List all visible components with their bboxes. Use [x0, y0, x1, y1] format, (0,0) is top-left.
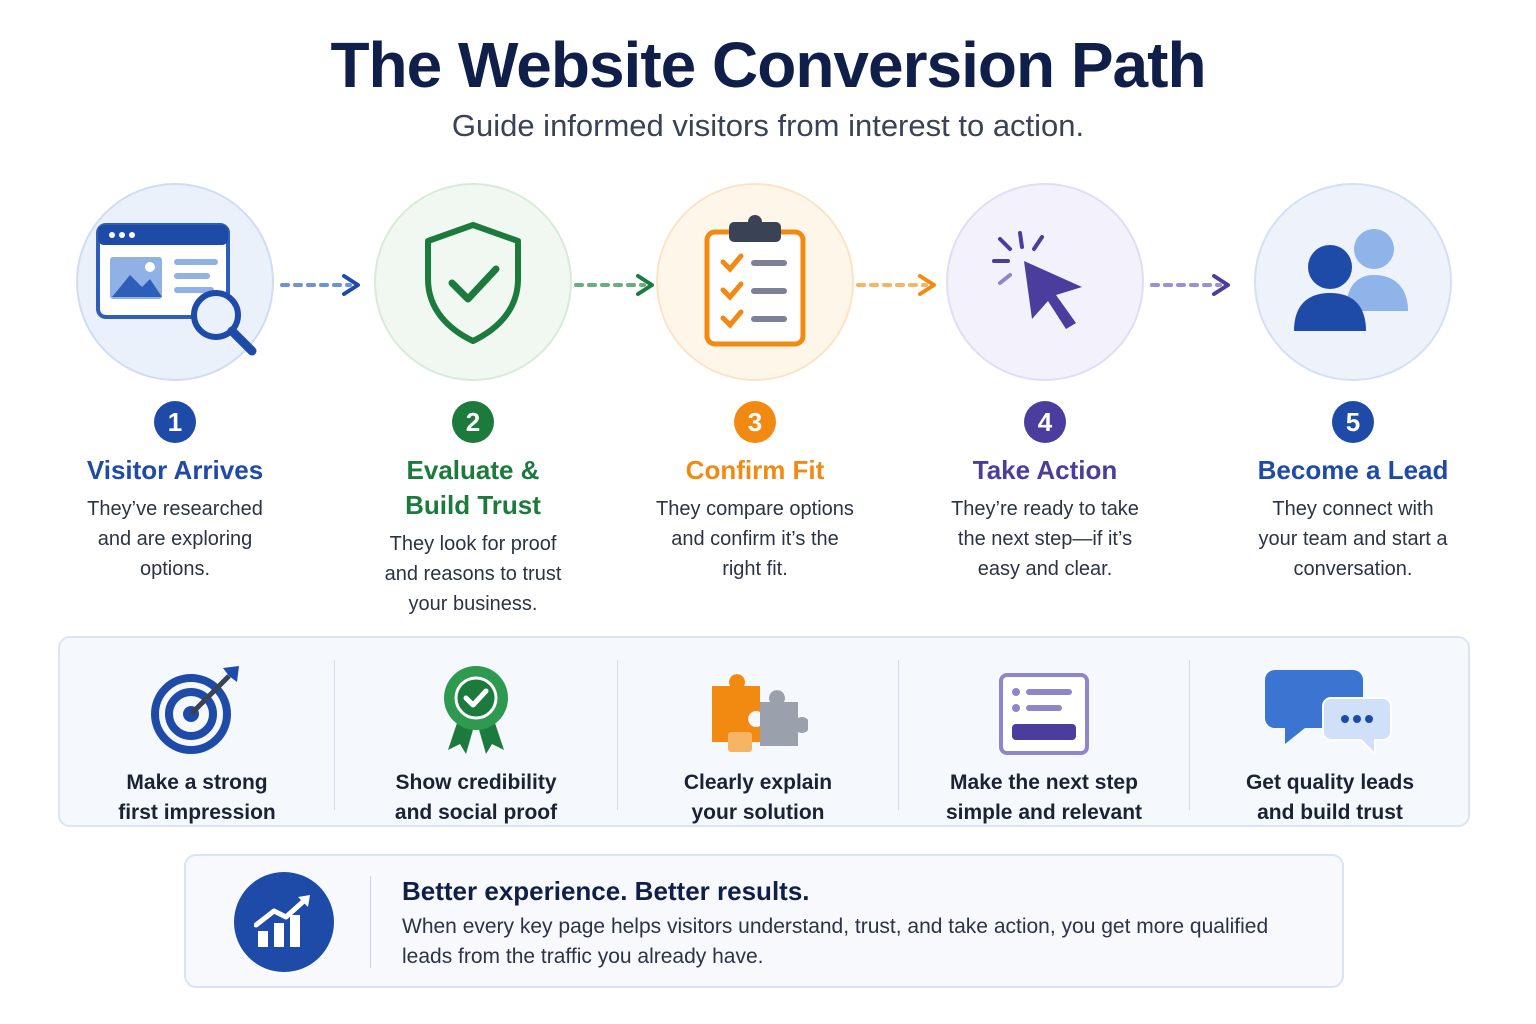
step-evaluate-build-trust: 2 Evaluate & Build Trust They look for p…	[348, 183, 598, 619]
step-confirm-fit: 3 Confirm Fit They compare options and c…	[630, 183, 880, 584]
step-number: 4	[1024, 401, 1066, 443]
divider	[370, 876, 371, 968]
divider	[898, 660, 899, 810]
benefits-panel: Make a strong first impression Show cred…	[58, 636, 1470, 827]
step-number: 3	[734, 401, 776, 443]
benefit-credibility: Show credibility and social proof	[335, 638, 617, 825]
step-become-a-lead: 5 Become a Lead They connect with your t…	[1228, 183, 1478, 584]
step-number: 5	[1332, 401, 1374, 443]
step-description: They connect with your team and start a …	[1258, 498, 1448, 580]
step-circle	[374, 183, 572, 381]
step-take-action: 4 Take Action They’re ready to take the …	[920, 183, 1170, 584]
step-description: They compare options and confirm it’s th…	[656, 498, 854, 580]
step-description: They’re ready to take the next step—if i…	[951, 498, 1139, 580]
benefit-label: Get quality leads and build trust	[1245, 771, 1415, 824]
summary-heading: Better experience. Better results.	[402, 876, 810, 906]
benefit-label: Show credibility and social proof	[394, 771, 558, 824]
summary-text: When every key page helps visitors under…	[402, 915, 1269, 968]
shield-check-icon	[425, 222, 521, 344]
step-circle	[76, 183, 274, 381]
badge-check-icon	[444, 666, 508, 754]
step-circle	[1254, 183, 1452, 381]
step-description: They look for proof and reasons to trust…	[384, 533, 562, 615]
form-icon	[999, 673, 1089, 755]
puzzle-icon	[712, 674, 808, 752]
page-subtitle: Guide informed visitors from interest to…	[451, 108, 1085, 143]
benefit-next-step: Make the next step simple and relevant	[899, 638, 1189, 825]
benefit-explain-solution: Clearly explain your solution	[618, 638, 898, 825]
target-icon	[151, 666, 239, 754]
chat-bubbles-icon	[1265, 670, 1392, 756]
step-label: Become a Lead	[1257, 455, 1449, 485]
step-circle	[656, 183, 854, 381]
page-title: The Website Conversion Path	[330, 29, 1206, 101]
step-label: Visitor Arrives	[86, 455, 264, 485]
divider	[334, 660, 335, 810]
divider	[1189, 660, 1190, 810]
arrow-right-icon	[574, 274, 654, 296]
benefit-first-impression: Make a strong first impression	[60, 638, 334, 825]
benefit-label: Clearly explain your solution	[683, 771, 833, 824]
step-circle	[946, 183, 1144, 381]
step-description: They’ve researched and are exploring opt…	[87, 498, 263, 580]
step-label: Take Action	[972, 455, 1118, 485]
divider	[617, 660, 618, 810]
growth-chart-icon	[234, 872, 334, 972]
step-visitor-arrives: 1 Visitor Arrives They’ve researched and…	[50, 183, 300, 584]
benefit-label: Make a strong first impression	[118, 771, 276, 824]
step-number: 2	[452, 401, 494, 443]
arrow-right-icon	[856, 274, 936, 296]
step-number: 1	[154, 401, 196, 443]
step-label: Confirm Fit	[685, 455, 825, 485]
clipboard-checklist-icon	[704, 215, 806, 347]
benefit-quality-leads: Get quality leads and build trust	[1190, 638, 1470, 825]
benefit-label: Make the next step simple and relevant	[945, 771, 1143, 824]
cursor-click-icon	[992, 231, 1082, 329]
step-label: Evaluate & Build Trust	[405, 455, 541, 520]
browser-search-icon	[96, 223, 257, 356]
summary-box: Better experience. Better results. When …	[184, 854, 1344, 988]
arrow-right-icon	[1150, 274, 1230, 296]
arrow-right-icon	[280, 274, 360, 296]
people-icon	[1294, 229, 1408, 331]
